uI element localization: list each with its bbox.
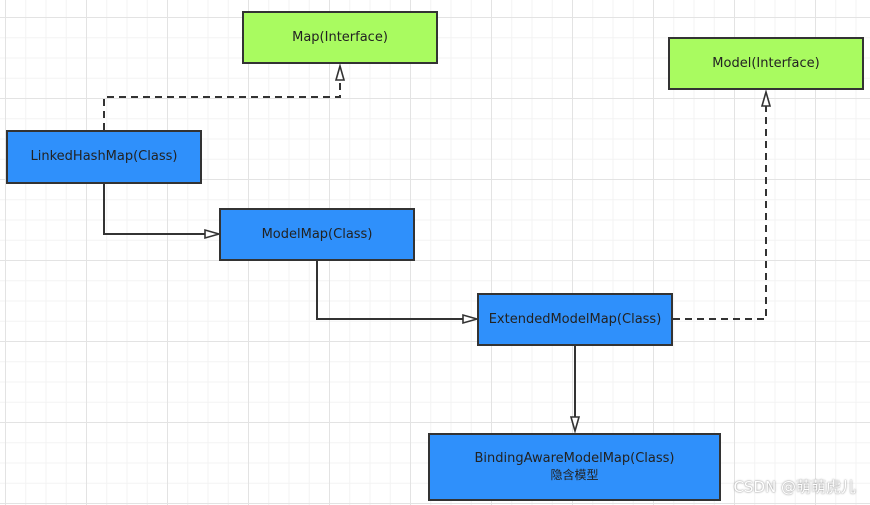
- arrowhead-map: [334, 63, 346, 81]
- arrowhead-extendedmodelmap: [462, 313, 480, 325]
- node-label: Map(Interface): [292, 29, 388, 45]
- node-modelmap-class[interactable]: ModelMap(Class): [219, 208, 415, 261]
- node-linkedhashmap-class[interactable]: LinkedHashMap(Class): [6, 130, 202, 184]
- node-map-interface[interactable]: Map(Interface): [242, 11, 438, 64]
- arrowhead-bindingawaremodelmap: [569, 416, 581, 434]
- node-label: ExtendedModelMap(Class): [488, 311, 662, 327]
- edge-linkedhashmap-to-modelmap: [103, 184, 205, 235]
- node-extendedmodelmap-class[interactable]: ExtendedModelMap(Class): [477, 293, 673, 346]
- node-label: BindingAwareModelMap(Class): [474, 451, 675, 466]
- edge-linkedhashmap-to-map: [103, 80, 341, 130]
- node-model-interface[interactable]: Model(Interface): [668, 37, 864, 90]
- node-label: Model(Interface): [712, 55, 820, 71]
- node-bindingawaremodelmap-class[interactable]: BindingAwareModelMap(Class) 隐含模型: [428, 433, 721, 501]
- arrowhead-model: [760, 89, 772, 107]
- edge-extendedmodelmap-to-model: [673, 106, 767, 320]
- watermark: CSDN @萌萌虎儿: [733, 478, 856, 496]
- node-sublabel: 隐含模型: [550, 468, 599, 482]
- node-label: ModelMap(Class): [261, 226, 373, 242]
- node-label: LinkedHashMap(Class): [30, 149, 178, 164]
- arrowhead-modelmap: [204, 228, 222, 240]
- edge-modelmap-to-extendedmodelmap: [316, 261, 463, 320]
